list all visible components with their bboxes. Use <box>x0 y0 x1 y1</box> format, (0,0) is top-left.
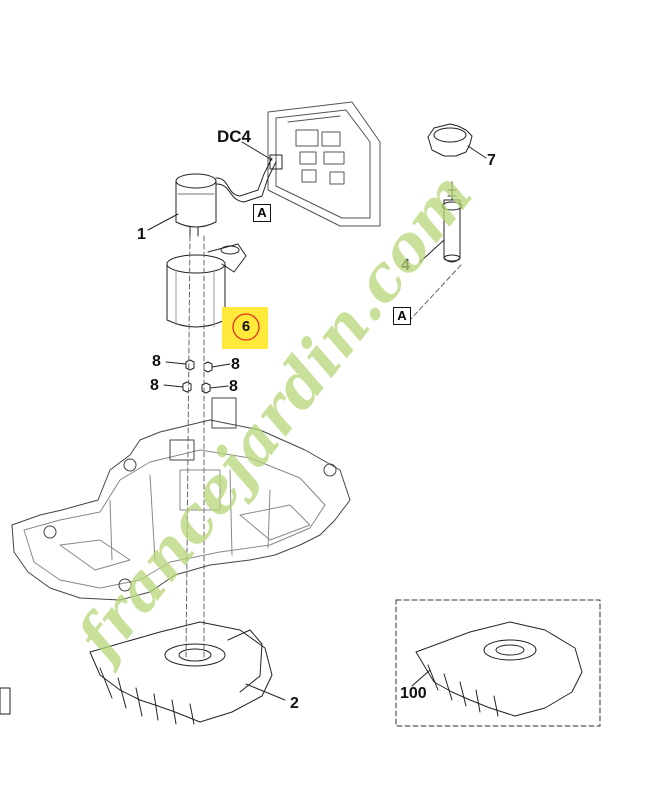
callout-screw: 8 <box>152 353 161 370</box>
edge-box <box>0 687 11 715</box>
assembly-lines <box>185 235 462 661</box>
reference-marker: A <box>393 307 411 325</box>
highlight-circle <box>232 313 260 341</box>
callout-screw: 8 <box>231 356 240 373</box>
callout-knob: 7 <box>487 152 496 169</box>
guard-alternative <box>395 599 601 727</box>
connector-cable <box>215 141 283 203</box>
circuit-board <box>267 101 381 227</box>
blade-guard <box>89 621 286 725</box>
callout-screw: 8 <box>150 377 159 394</box>
callout-motor: 1 <box>137 226 146 243</box>
callout-blade-guard: 2 <box>290 695 299 712</box>
chassis-frame <box>11 397 351 601</box>
motor-housing <box>166 243 247 328</box>
callout-guard-alternative: 100 <box>400 685 427 702</box>
connector-label: DC4 <box>217 127 252 146</box>
callout-motor-housing: 6 <box>241 318 251 335</box>
callout-shaft: 4 <box>401 257 410 274</box>
screws <box>163 359 231 394</box>
callout-screw: 8 <box>229 378 238 395</box>
knob <box>427 123 487 159</box>
motor <box>147 173 217 237</box>
shaft <box>419 181 463 263</box>
reference-marker: A <box>253 204 271 222</box>
